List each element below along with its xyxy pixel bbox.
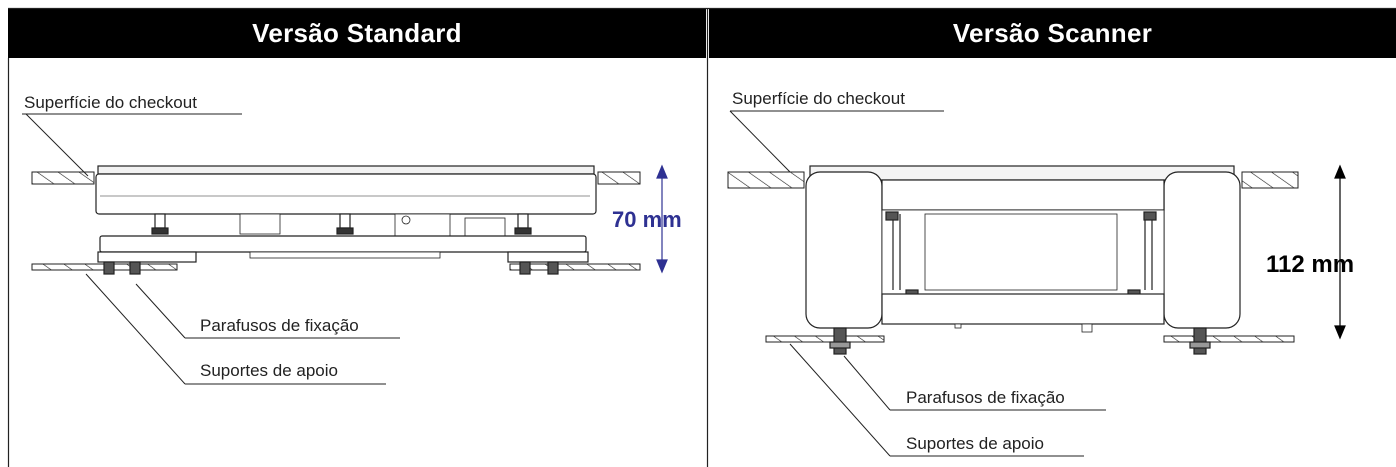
scanner-scale-body [805,165,1241,355]
scanner-surface-label: Superfície do checkout [732,89,905,108]
scanner-support-surface [765,335,1295,343]
scanner-counter-surface [727,171,1299,189]
standard-dimension-arrow [656,164,668,274]
scanner-dimension-arrow [1334,164,1346,340]
scanner-supports-label: Suportes de apoio [906,434,1044,453]
standard-diagram: Superfície do checkout [22,93,682,385]
header-scanner: Versão Scanner [709,8,1396,58]
standard-surface-label: Superfície do checkout [24,93,197,112]
panel-borders [7,7,1396,467]
scanner-dimension-label: 112 mm [1266,251,1354,278]
header-standard-title: Versão Standard [252,17,462,48]
standard-screws-label: Parafusos de fixação [200,316,359,335]
standard-scale-body [95,165,597,275]
scanner-screws-label: Parafusos de fixação [906,388,1065,407]
header-standard: Versão Standard [8,8,706,58]
standard-supports-label: Suportes de apoio [200,361,338,380]
header-scanner-title: Versão Scanner [952,17,1153,48]
standard-dimension-label: 70 mm [612,207,682,232]
standard-counter-surface [31,171,641,185]
scanner-diagram: Superfície do checkout [727,89,1354,457]
